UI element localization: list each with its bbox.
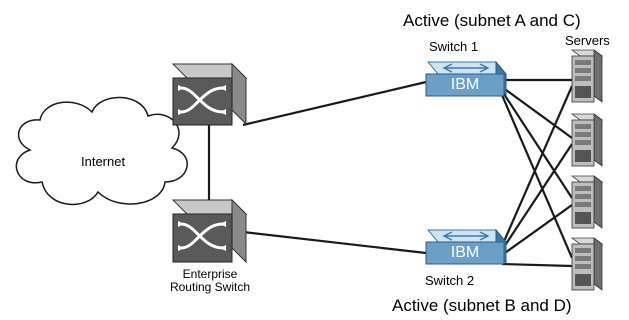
link-router1-switch1 bbox=[242, 80, 427, 127]
connection-lines bbox=[207, 78, 574, 268]
link-s2-server3 bbox=[501, 204, 573, 256]
bottom-status-label: Active (subnet B and D) bbox=[392, 296, 572, 315]
ibm-switch-icon bbox=[425, 228, 508, 265]
link-s2-server2 bbox=[501, 143, 573, 251]
server-icon bbox=[570, 113, 604, 167]
enterprise-routing-switch-icon bbox=[171, 198, 248, 264]
servers-label: Servers bbox=[565, 33, 610, 48]
switch2-label: Switch 2 bbox=[425, 273, 475, 288]
enterprise-routing-switch-label: Enterprise Routing Switch bbox=[158, 268, 262, 294]
link-s2-server1 bbox=[500, 85, 574, 247]
internet-cloud-icon bbox=[15, 96, 188, 206]
ibm-switch-icon bbox=[425, 60, 508, 97]
link-s1-server2 bbox=[501, 86, 573, 139]
link-router2-switch2 bbox=[242, 230, 427, 255]
server-icon bbox=[570, 237, 604, 291]
top-status-label: Active (subnet A and C) bbox=[403, 11, 581, 30]
enterprise-label-line1: Enterprise bbox=[182, 267, 238, 281]
switch2-brand-label: IBM bbox=[450, 244, 480, 261]
link-s2-server4 bbox=[501, 262, 573, 268]
server-icon bbox=[570, 175, 604, 229]
server-icon bbox=[570, 49, 604, 103]
switch1-label: Switch 1 bbox=[429, 39, 479, 54]
internet-label: Internet bbox=[81, 154, 126, 169]
link-s1-server3 bbox=[501, 90, 573, 199]
link-s1-server4 bbox=[500, 94, 574, 259]
enterprise-routing-switch-icon bbox=[171, 62, 248, 126]
switch1-brand-label: IBM bbox=[450, 76, 480, 93]
enterprise-label-line2: Routing Switch bbox=[169, 280, 251, 294]
